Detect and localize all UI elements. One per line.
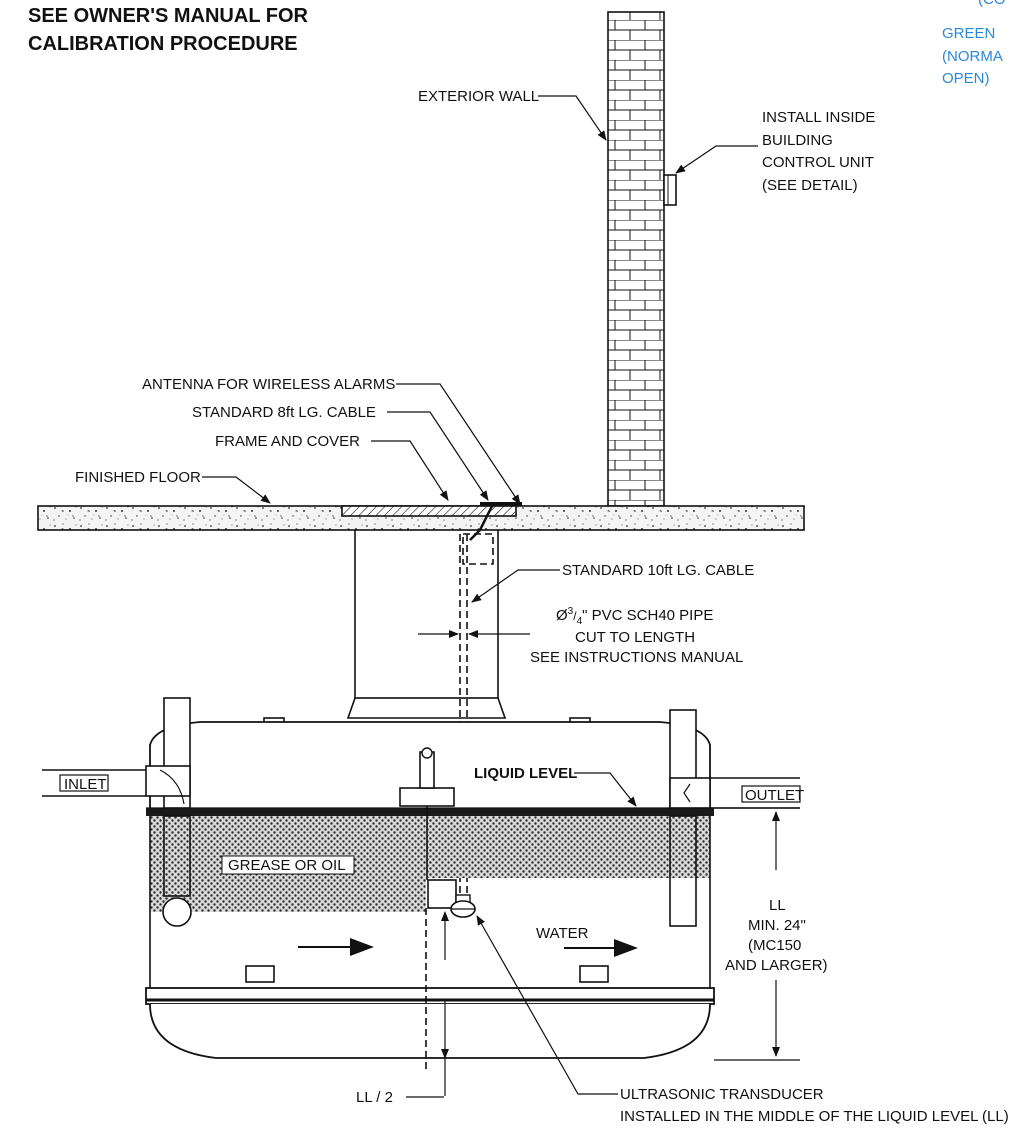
label-pipe-line2: CUT TO LENGTH xyxy=(575,629,695,646)
label-cable-8ft: STANDARD 8ft LG. CABLE xyxy=(192,404,376,421)
label-liquid-level: LIQUID LEVEL xyxy=(474,765,577,782)
pipe-fraction-den: 4 xyxy=(577,616,583,627)
label-exterior-wall: EXTERIOR WALL xyxy=(418,88,539,105)
label-ll-half: LL / 2 xyxy=(356,1089,393,1106)
label-finished-floor: FINISHED FLOOR xyxy=(75,469,201,486)
grease-tag-box xyxy=(221,855,355,875)
label-install-inside-3: CONTROL UNIT xyxy=(762,154,874,171)
label-pipe-line1: Ø3/4" PVC SCH40 PIPE xyxy=(556,606,713,627)
exterior-wall xyxy=(607,11,665,507)
pipe-diameter-symbol: Ø xyxy=(556,607,568,624)
pipe-fraction-num: 3 xyxy=(568,606,574,617)
riser-shaft xyxy=(346,530,507,719)
control-unit xyxy=(663,174,677,206)
leader-finished-floor xyxy=(202,476,271,504)
label-install-inside-2: BUILDING xyxy=(762,132,833,149)
ll-half-dimension xyxy=(425,908,449,1096)
leader-exterior-wall xyxy=(538,95,607,141)
label-grease-oil: GREASE OR OIL xyxy=(228,857,346,874)
label-transducer-2: INSTALLED IN THE MIDDLE OF THE LIQUID LE… xyxy=(620,1108,1009,1125)
leader-frame-cover xyxy=(371,440,449,501)
label-outlet: OUTLET xyxy=(745,787,804,804)
label-antenna: ANTENNA FOR WIRELESS ALARMS xyxy=(142,376,395,393)
label-ll: LL xyxy=(769,897,786,914)
pipe-spec: " PVC SCH40 PIPE xyxy=(582,607,713,624)
leader-transducer xyxy=(476,915,618,1095)
side-note-line2: (NORMA xyxy=(942,48,1003,65)
outlet-pipe xyxy=(669,709,711,927)
label-frame-cover: FRAME AND COVER xyxy=(215,433,360,450)
leader-antenna xyxy=(396,383,521,505)
label-ll-min: MIN. 24" xyxy=(748,917,806,934)
leader-cable-8ft xyxy=(387,411,489,501)
inlet-pipe xyxy=(145,697,192,927)
label-ll-mc150: (MC150 xyxy=(748,937,801,954)
ultrasonic-transducer xyxy=(450,894,476,918)
pipe-fraction-slash: / xyxy=(573,609,577,623)
baffle xyxy=(399,747,457,909)
antenna-cable xyxy=(469,505,494,541)
junction-box xyxy=(462,533,494,565)
label-pipe-line3: SEE INSTRUCTIONS MANUAL xyxy=(530,649,743,666)
frame-and-cover xyxy=(341,505,517,517)
side-note-line3: OPEN) xyxy=(942,70,990,87)
leader-control-unit xyxy=(675,145,758,174)
label-water: WATER xyxy=(536,925,589,942)
ll-dimension xyxy=(714,807,800,1061)
label-cable-10ft: STANDARD 10ft LG. CABLE xyxy=(562,562,754,579)
calibration-note-line1: SEE OWNER'S MANUAL FOR xyxy=(28,5,309,27)
leader-liquid-level xyxy=(574,772,637,807)
flow-arrow-right xyxy=(564,939,638,957)
leader-cable-10ft xyxy=(471,569,560,603)
flow-arrow-left xyxy=(298,938,374,956)
label-transducer-1: ULTRASONIC TRANSDUCER xyxy=(620,1086,824,1103)
inlet-tag-box xyxy=(59,774,109,792)
label-install-inside-1: INSTALL INSIDE xyxy=(762,109,875,126)
calibration-note-line2: CALIBRATION PROCEDURE xyxy=(28,33,298,55)
label-inlet: INLET xyxy=(64,776,107,793)
outlet-tag-box xyxy=(741,785,801,803)
label-ll-larger: AND LARGER) xyxy=(725,957,828,974)
label-install-inside-4: (SEE DETAIL) xyxy=(762,177,858,194)
side-note-line1: GREEN xyxy=(942,25,995,42)
side-note-cut-top: (CO xyxy=(978,0,1006,8)
